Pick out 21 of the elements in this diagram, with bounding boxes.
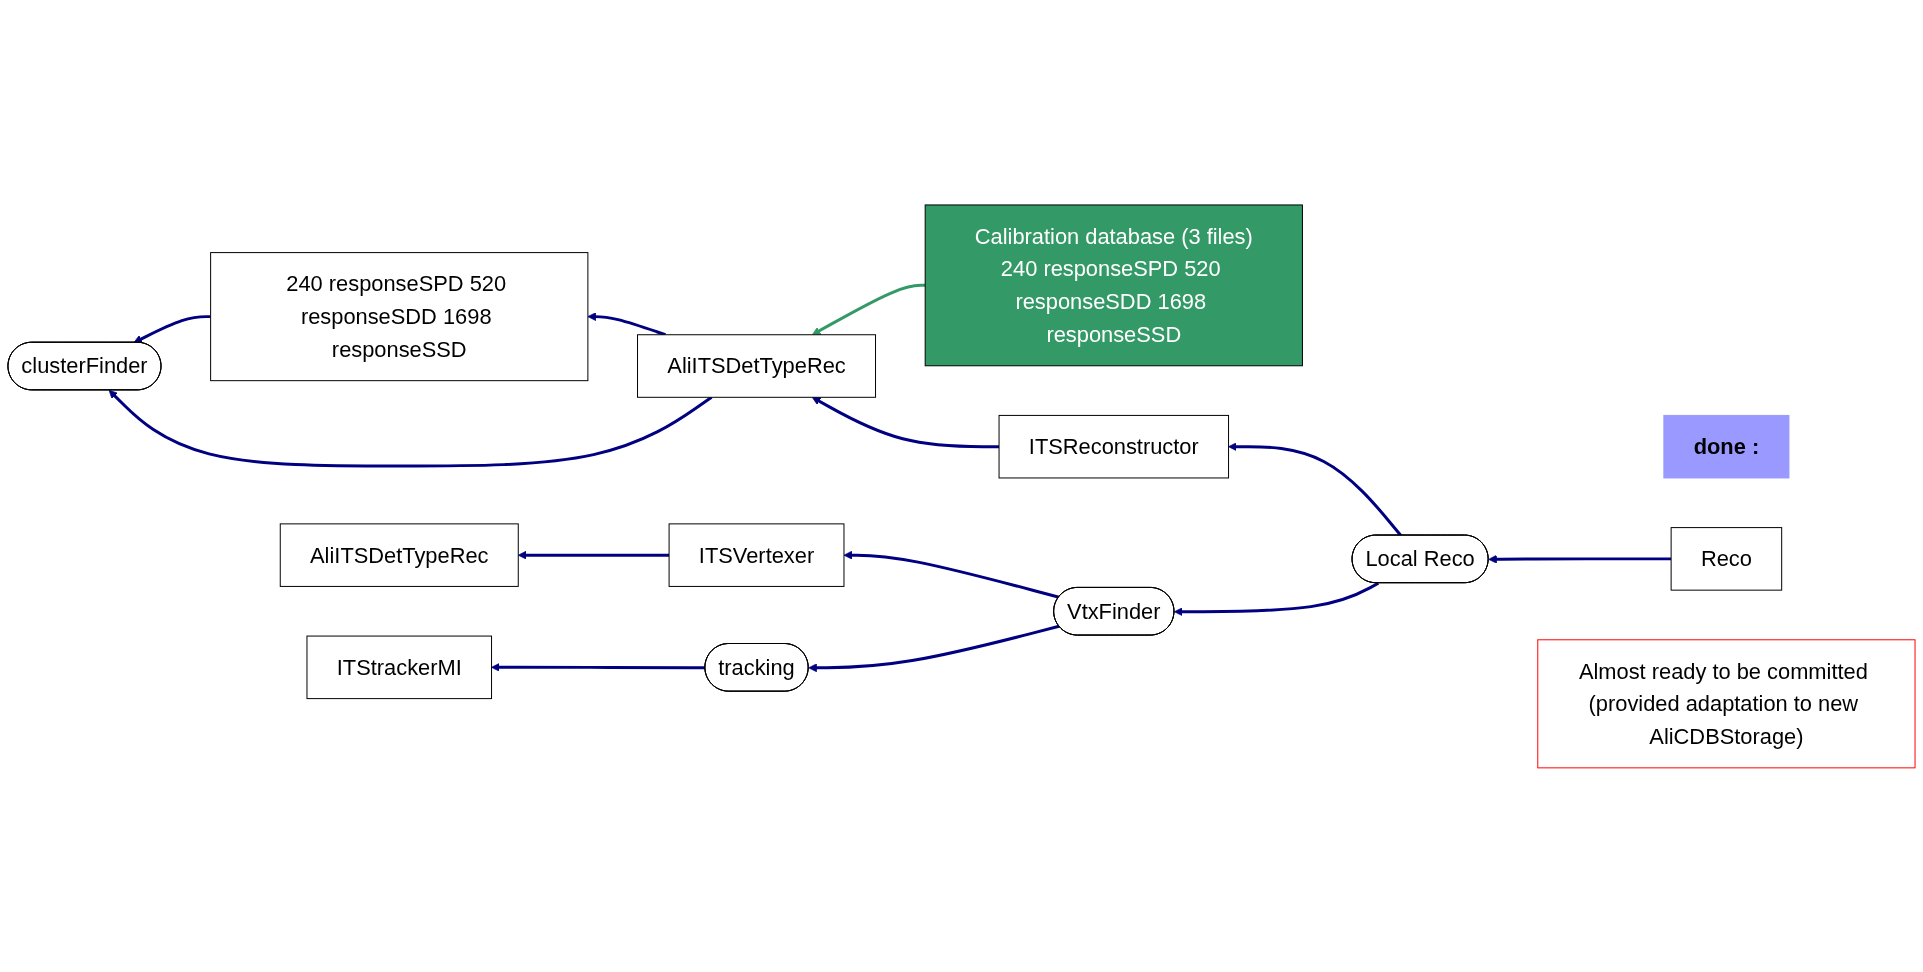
node-box: ITSVertexer — [668, 522, 845, 587]
node-box: ITStrackerMI — [306, 635, 493, 699]
arrow — [843, 550, 1060, 599]
arrow — [587, 311, 666, 336]
arrow — [491, 662, 706, 672]
node-box: AliITSDetTypeRec — [279, 522, 519, 587]
arrow — [133, 314, 211, 343]
arrow — [108, 389, 713, 468]
node-box: AliITSDetTypeRec — [637, 333, 877, 398]
arrow — [1174, 581, 1380, 616]
arrow — [811, 283, 926, 335]
arrow — [1488, 554, 1672, 564]
node-box: Calibration database (3 files) 240 responseSPD 520 responseSDD 1698 responseSSD — [924, 204, 1303, 366]
arrow — [517, 550, 670, 560]
node-box: Reco — [1670, 526, 1783, 591]
node-box: done : — [1663, 414, 1790, 479]
arrow — [811, 396, 1000, 448]
arrow — [808, 624, 1060, 672]
node-box: 240 responseSPD 520 responseSDD 1698 responseSSD — [210, 251, 589, 381]
node-box: ITSReconstructor — [998, 414, 1230, 479]
node-box: Almost ready to be committed (provided adaptation to new AliCDBStorage) — [1537, 638, 1916, 768]
